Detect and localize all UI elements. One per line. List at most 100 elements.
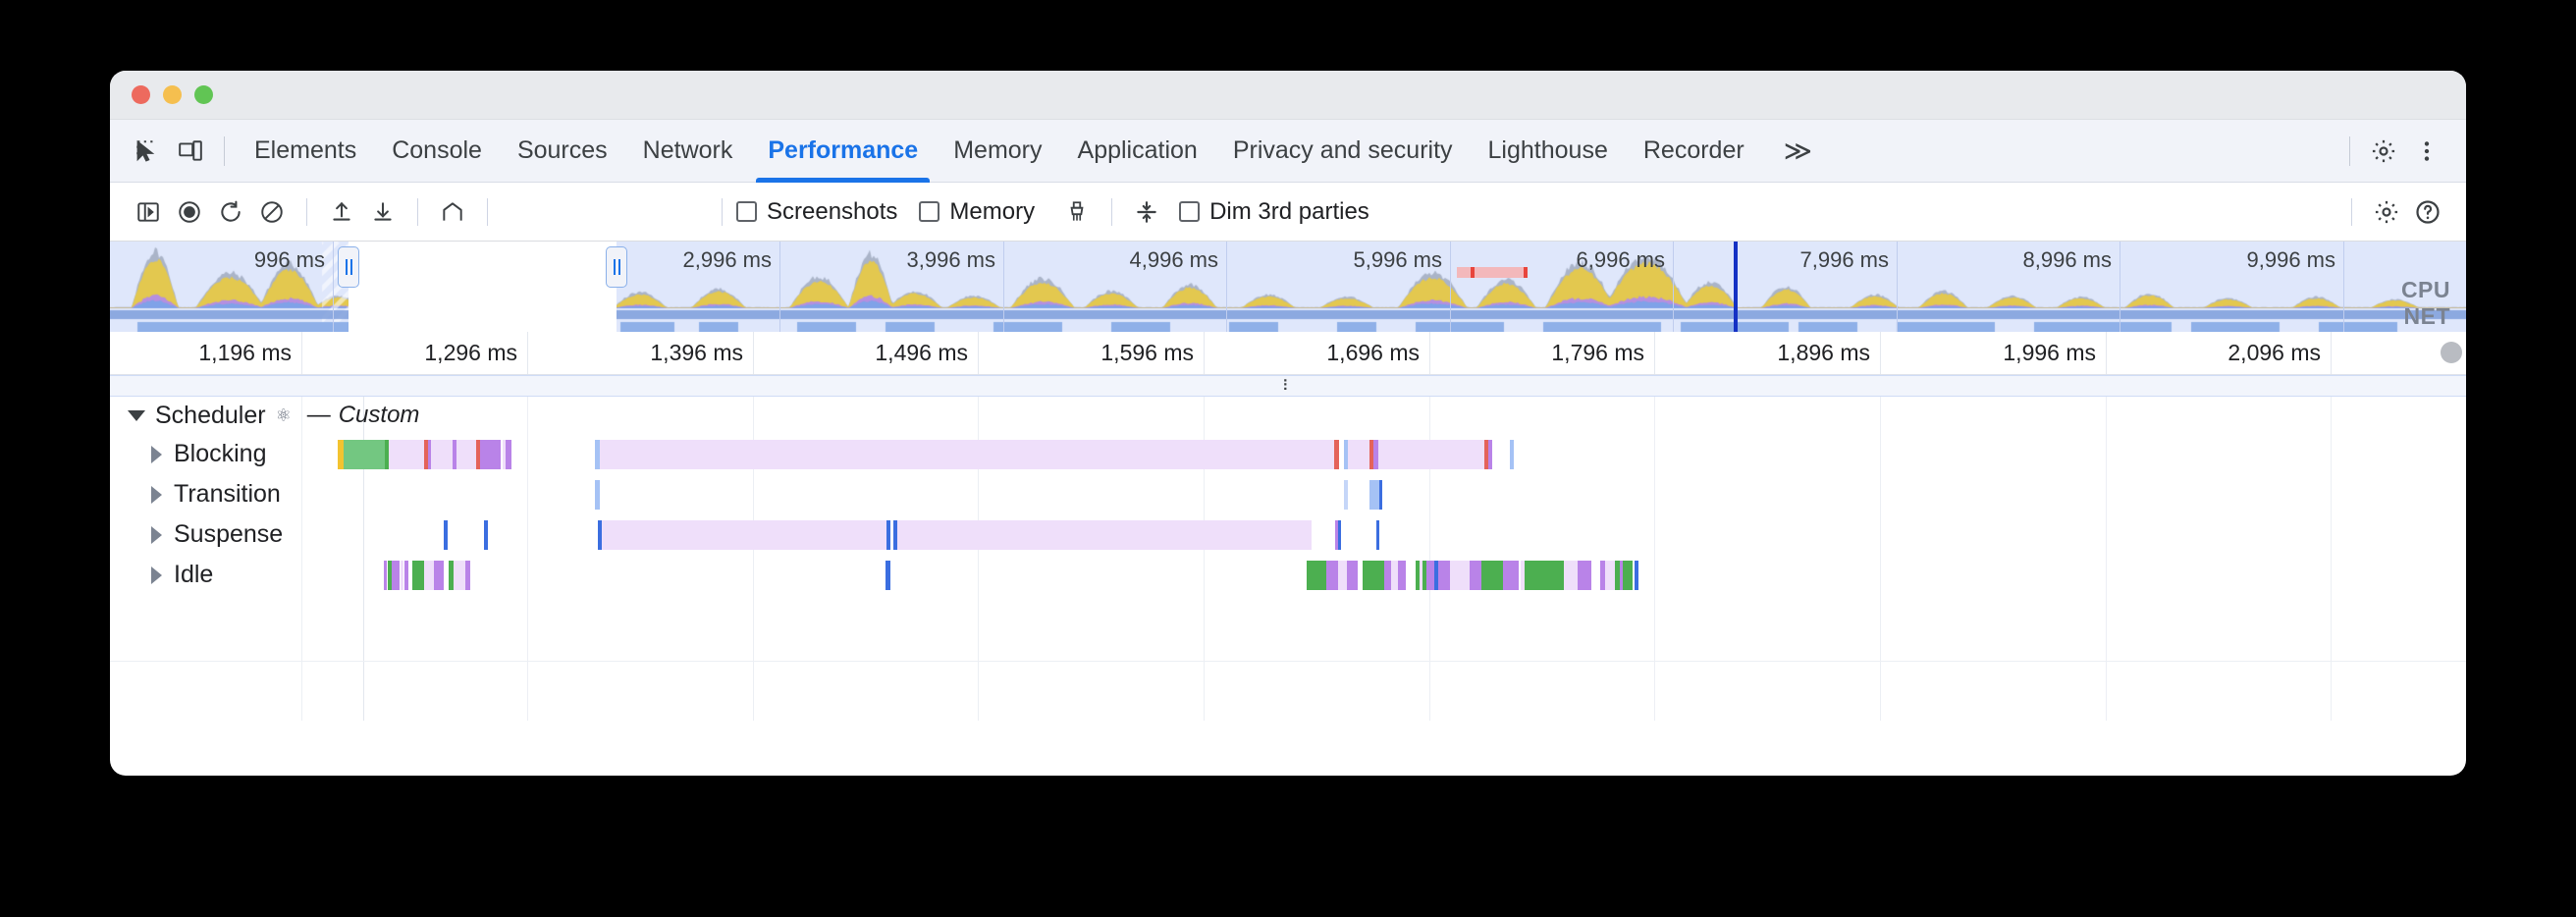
flame-event[interactable] xyxy=(1373,440,1378,469)
flame-event[interactable] xyxy=(602,520,886,550)
chevron-right-icon[interactable] xyxy=(151,525,162,544)
flame-event[interactable] xyxy=(1416,561,1420,590)
flame-event[interactable] xyxy=(1334,440,1339,469)
group-row-scheduler[interactable]: Scheduler ⚛ — Custom xyxy=(110,397,419,434)
chevron-right-icon[interactable] xyxy=(151,445,162,463)
flame-event[interactable] xyxy=(1344,440,1348,469)
help-icon[interactable] xyxy=(2407,191,2448,233)
more-tabs-icon[interactable]: ≫ xyxy=(1762,120,1834,183)
track-row-transition[interactable]: Transition xyxy=(110,474,363,514)
checkbox-box[interactable] xyxy=(736,201,757,222)
checkbox-box[interactable] xyxy=(919,201,940,222)
flame-event[interactable] xyxy=(401,561,403,590)
tab-performance[interactable]: Performance xyxy=(750,120,936,183)
collect-garbage-icon[interactable] xyxy=(1056,191,1098,233)
flame-event[interactable] xyxy=(1348,440,1369,469)
flame-event[interactable] xyxy=(476,440,480,469)
settings-gear-icon[interactable] xyxy=(2362,130,2405,173)
flame-event[interactable] xyxy=(483,440,501,469)
flame-event[interactable] xyxy=(1347,561,1358,590)
panel-resize-handle[interactable]: ⠇ xyxy=(110,375,2466,397)
flame-event[interactable] xyxy=(404,561,408,590)
flame-event[interactable] xyxy=(1369,440,1373,469)
flame-event[interactable] xyxy=(1438,561,1450,590)
flame-event[interactable] xyxy=(1510,440,1514,469)
close-window-button[interactable] xyxy=(132,85,150,104)
minimize-window-button[interactable] xyxy=(163,85,182,104)
flame-event[interactable] xyxy=(1376,520,1379,550)
flame-event[interactable] xyxy=(424,440,428,469)
flame-event[interactable] xyxy=(1564,561,1578,590)
inspect-element-icon[interactable] xyxy=(126,130,169,173)
flame-event[interactable] xyxy=(1481,561,1503,590)
flame-event[interactable] xyxy=(1422,561,1426,590)
flame-event[interactable] xyxy=(431,440,453,469)
device-toolbar-icon[interactable] xyxy=(169,130,212,173)
flame-event[interactable] xyxy=(1398,561,1406,590)
flame-event[interactable] xyxy=(344,440,385,469)
tab-lighthouse[interactable]: Lighthouse xyxy=(1471,120,1626,183)
flame-event[interactable] xyxy=(338,440,344,469)
flame-event[interactable] xyxy=(1369,480,1379,510)
flame-event[interactable] xyxy=(484,520,488,550)
flame-event[interactable] xyxy=(600,440,1334,469)
flame-event[interactable] xyxy=(503,440,506,469)
flame-event[interactable] xyxy=(453,440,456,469)
flame-event[interactable] xyxy=(1488,440,1492,469)
flame-event[interactable] xyxy=(1326,561,1338,590)
flame-event[interactable] xyxy=(1600,561,1605,590)
flame-event[interactable] xyxy=(598,520,602,550)
flame-event[interactable] xyxy=(1470,561,1481,590)
flame-event[interactable] xyxy=(1338,520,1341,550)
flame-event[interactable] xyxy=(1635,561,1638,590)
clear-icon[interactable] xyxy=(251,191,293,233)
flame-event[interactable] xyxy=(1605,561,1615,590)
flame-event[interactable] xyxy=(444,520,448,550)
toggle-sidebar-icon[interactable] xyxy=(128,191,169,233)
reload-and-record-icon[interactable] xyxy=(210,191,251,233)
flame-event[interactable] xyxy=(454,561,465,590)
flame-event[interactable] xyxy=(1335,520,1338,550)
flame-event[interactable] xyxy=(434,561,444,590)
record-icon[interactable] xyxy=(169,191,210,233)
tab-sources[interactable]: Sources xyxy=(500,120,625,183)
flame-event[interactable] xyxy=(1450,561,1470,590)
flame-event[interactable] xyxy=(1307,561,1326,590)
flame-event[interactable] xyxy=(1578,561,1591,590)
capture-settings-icon[interactable] xyxy=(2366,191,2407,233)
maximize-window-button[interactable] xyxy=(194,85,213,104)
flame-event[interactable] xyxy=(424,561,434,590)
flame-event[interactable] xyxy=(1426,561,1434,590)
flame-event[interactable] xyxy=(456,440,476,469)
flame-event[interactable] xyxy=(428,440,431,469)
chevron-right-icon[interactable] xyxy=(151,566,162,584)
timeline-overview[interactable]: 996 ms1,996 ms2,996 ms3,996 ms4,996 ms5,… xyxy=(110,242,2466,332)
flame-event[interactable] xyxy=(1378,440,1484,469)
home-icon[interactable] xyxy=(432,191,473,233)
overview-drag-handle-right[interactable] xyxy=(606,246,627,288)
flame-event[interactable] xyxy=(1391,561,1398,590)
flame-event[interactable] xyxy=(1338,561,1347,590)
flame-event[interactable] xyxy=(384,561,387,590)
flame-event[interactable] xyxy=(886,561,890,590)
flame-event[interactable] xyxy=(897,520,1312,550)
tab-network[interactable]: Network xyxy=(625,120,751,183)
download-profile-icon[interactable] xyxy=(362,191,403,233)
flame-event[interactable] xyxy=(1503,561,1519,590)
flame-event[interactable] xyxy=(1434,561,1438,590)
track-row-suspense[interactable]: Suspense xyxy=(110,514,363,555)
flame-chart[interactable]: Scheduler ⚛ — Custom Blocking Transition… xyxy=(110,397,2466,721)
flame-event[interactable] xyxy=(886,520,890,550)
flame-event[interactable] xyxy=(595,440,600,469)
tab-recorder[interactable]: Recorder xyxy=(1626,120,1762,183)
upload-profile-icon[interactable] xyxy=(321,191,362,233)
flame-event[interactable] xyxy=(893,520,897,550)
horizontal-scrollbar-thumb[interactable] xyxy=(2441,342,2462,363)
flame-event[interactable] xyxy=(1615,561,1620,590)
dim-3rd-parties-checkbox[interactable]: Dim 3rd parties xyxy=(1179,198,1369,226)
flame-event[interactable] xyxy=(389,440,424,469)
flame-event[interactable] xyxy=(480,440,483,469)
memory-checkbox[interactable]: Memory xyxy=(919,198,1035,226)
flame-event[interactable] xyxy=(1620,561,1623,590)
